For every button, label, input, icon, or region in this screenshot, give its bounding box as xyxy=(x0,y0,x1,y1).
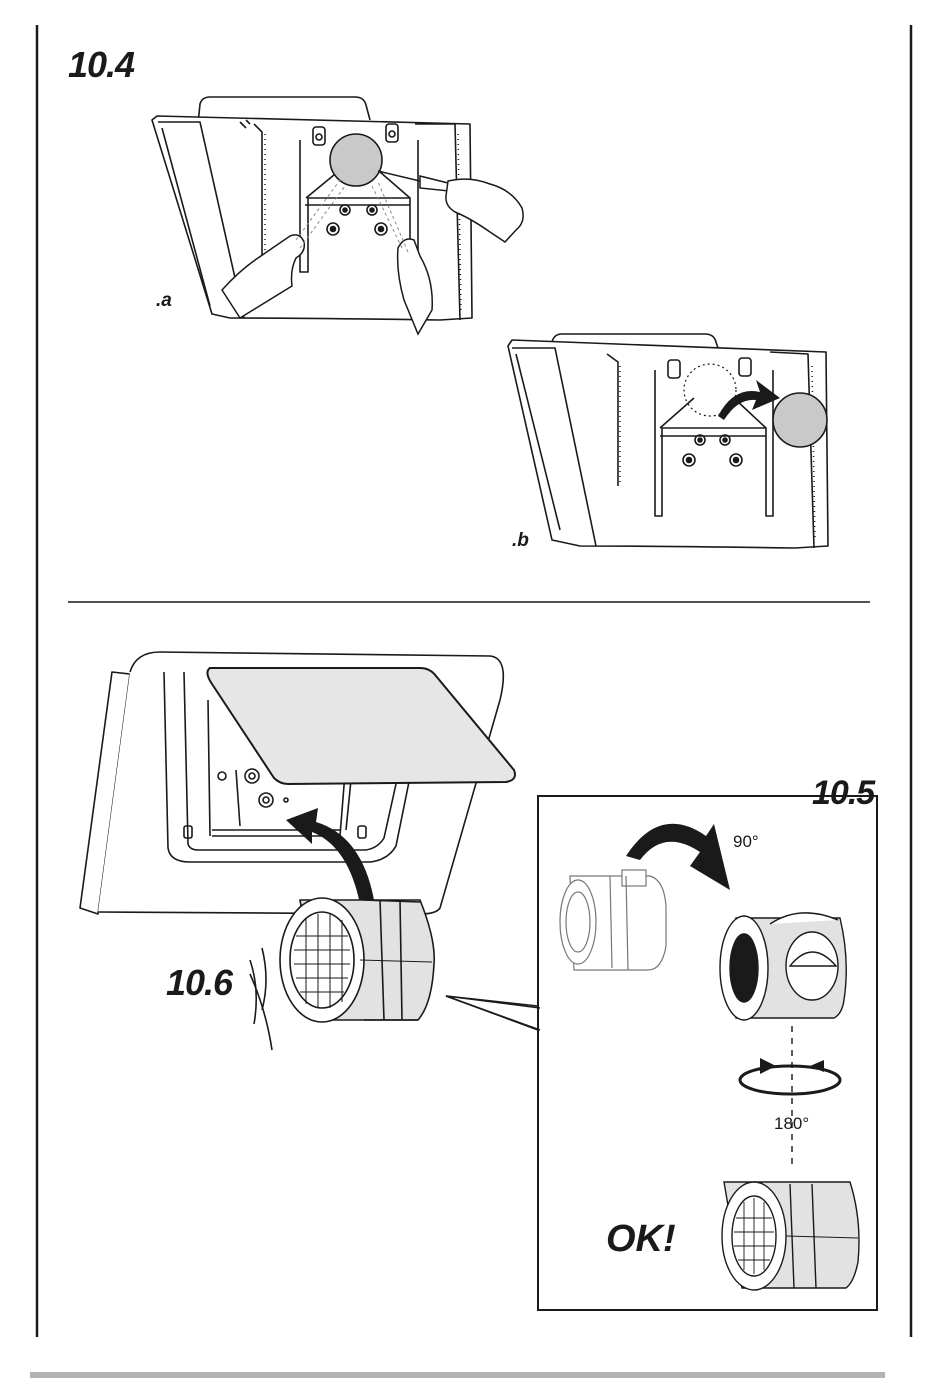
fan-motor-middle xyxy=(720,913,846,1020)
step-label-10-5: 10.5 xyxy=(812,774,874,813)
step-label-10-4: 10.4 xyxy=(68,44,134,86)
fan-motor-ok xyxy=(722,1182,859,1290)
fan-motor-before xyxy=(560,870,666,970)
sub-label-b: .b xyxy=(512,530,529,552)
angle-label-90: 90° xyxy=(733,832,759,852)
sub-label-a: .a xyxy=(156,290,172,312)
ok-label: OK! xyxy=(606,1218,676,1261)
step-label-10-6: 10.6 xyxy=(166,962,232,1004)
angle-label-180: 180° xyxy=(774,1114,809,1134)
